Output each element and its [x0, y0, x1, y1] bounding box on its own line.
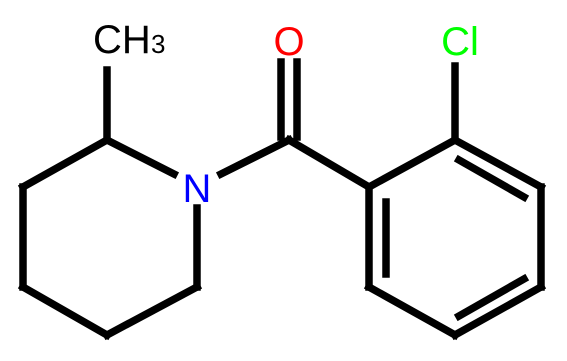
piperidine-bond-n-c2 [101, 134, 180, 180]
benzene-bond-c4-c5 [449, 281, 547, 341]
benzene-inner-bond-3 [453, 273, 530, 322]
methyl-group-label: CH [93, 18, 151, 62]
piperidine-ring [17, 134, 203, 341]
benzene-bond-c1-c2 [363, 134, 461, 193]
carbonyl-to-nitrogen-bond [215, 134, 295, 180]
piperidine-bond-c5-c6 [101, 281, 203, 341]
benzene-bond-c5-c6 [363, 281, 461, 341]
chlorine-atom-label: Cl [441, 20, 479, 64]
benzene-inner-bond-2 [453, 154, 530, 203]
carbonyl-to-ring-bond [283, 134, 375, 193]
carbonyl-double-bond [277, 58, 301, 141]
benzene-bond-c2-c3 [449, 134, 547, 193]
piperidine-bond-c2-c3 [17, 134, 113, 193]
oxygen-atom-label: O [273, 20, 304, 64]
benzene-ring [363, 134, 547, 341]
piperidine-bond-c4-c5 [17, 281, 113, 341]
nitrogen-atom-label: N [183, 167, 212, 211]
methyl-subscript-label: 3 [151, 29, 165, 59]
